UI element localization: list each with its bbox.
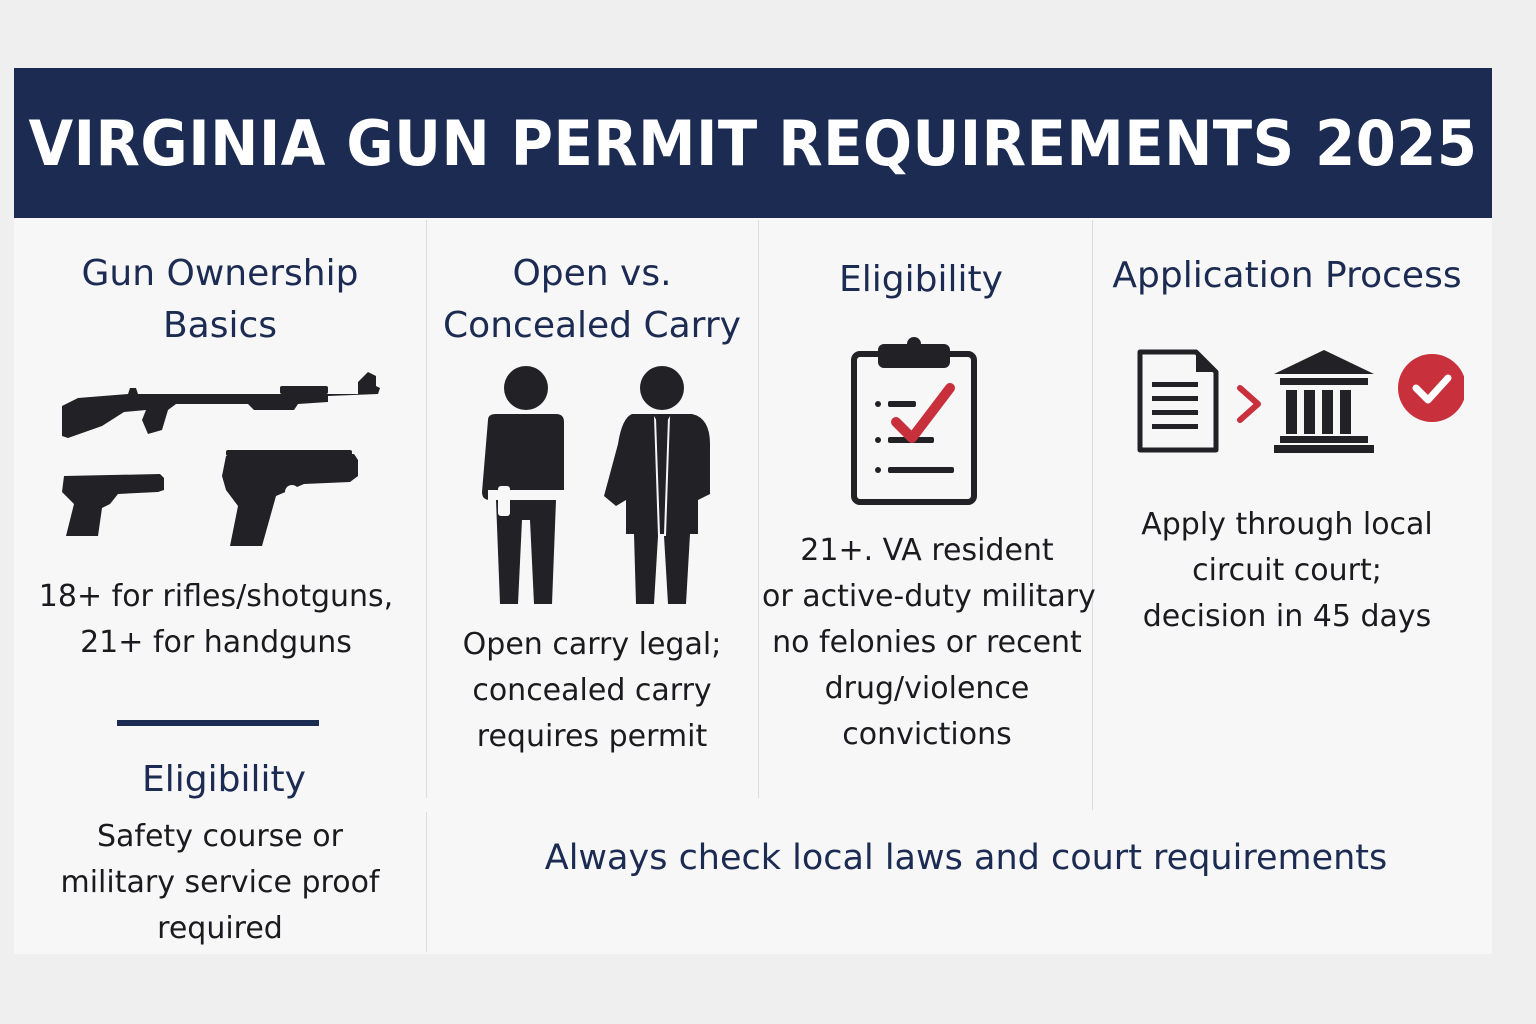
carry-title-line: Concealed Carry — [443, 305, 741, 346]
application-text-line: Apply through local — [1141, 507, 1433, 542]
ownership-text: 18+ for rifles/shotguns, 21+ for handgun… — [14, 574, 418, 666]
section-divider — [117, 720, 319, 726]
application-text: Apply through local circuit court; decis… — [1112, 502, 1462, 640]
application-text-line: decision in 45 days — [1142, 599, 1432, 634]
column-divider — [426, 220, 427, 798]
page-title: VIRGINIA GUN PERMIT REQUIREMENTS 2025 — [28, 106, 1478, 180]
application-title-line: Application Process — [1112, 255, 1462, 296]
eligibility-text-line: drug/violence — [824, 671, 1030, 706]
training-text-line: Safety course or — [96, 819, 343, 854]
training-title-line: Eligibility — [142, 759, 306, 800]
clipboard-checklist-icon — [850, 336, 980, 508]
eligibility-text-line: no felonies or recent — [772, 625, 1082, 660]
title-banner: VIRGINIA GUN PERMIT REQUIREMENTS 2025 — [14, 68, 1492, 218]
document-to-courthouse-approved-icon — [1134, 348, 1466, 460]
carry-text: Open carry legal; concealed carry requir… — [426, 622, 758, 760]
carry-text-line: requires permit — [476, 719, 708, 754]
column-divider — [1092, 220, 1093, 810]
column-divider — [426, 812, 427, 952]
training-text-line: required — [157, 911, 283, 946]
eligibility-title: Eligibility — [758, 254, 1084, 306]
carry-text-line: concealed carry — [472, 673, 712, 708]
training-text: Safety course or military service proof … — [14, 814, 426, 952]
carry-title-line: Open vs. — [512, 253, 672, 294]
ownership-title-line: Basics — [162, 305, 278, 346]
eligibility-text-line: 21+. VA resident — [800, 533, 1054, 568]
ownership-title-line: Gun Ownership — [81, 253, 359, 294]
carry-text-line: Open carry legal; — [462, 627, 722, 662]
ownership-title: Gun Ownership Basics — [14, 248, 426, 352]
footer-note: Always check local laws and court requir… — [544, 838, 1388, 878]
eligibility-text-line: convictions — [842, 717, 1012, 752]
eligibility-text-line: or active-duty military — [762, 579, 1096, 614]
application-title: Application Process — [1106, 250, 1468, 302]
infographic-sheet: VIRGINIA GUN PERMIT REQUIREMENTS 2025 Gu… — [14, 68, 1492, 954]
eligibility-text: 21+. VA resident or active-duty military… — [762, 528, 1096, 758]
training-text-line: military service proof — [60, 865, 380, 900]
open-vs-concealed-carry-icon — [476, 364, 716, 608]
training-title: Eligibility — [14, 754, 434, 806]
column-divider — [758, 220, 759, 798]
ownership-text-line: 21+ for handguns — [80, 625, 352, 660]
application-text-line: circuit court; — [1192, 553, 1382, 588]
ownership-text-line: 18+ for rifles/shotguns, — [38, 579, 394, 614]
carry-title: Open vs. Concealed Carry — [426, 248, 758, 352]
firearms-icon — [58, 364, 388, 554]
eligibility-title-line: Eligibility — [839, 259, 1003, 300]
